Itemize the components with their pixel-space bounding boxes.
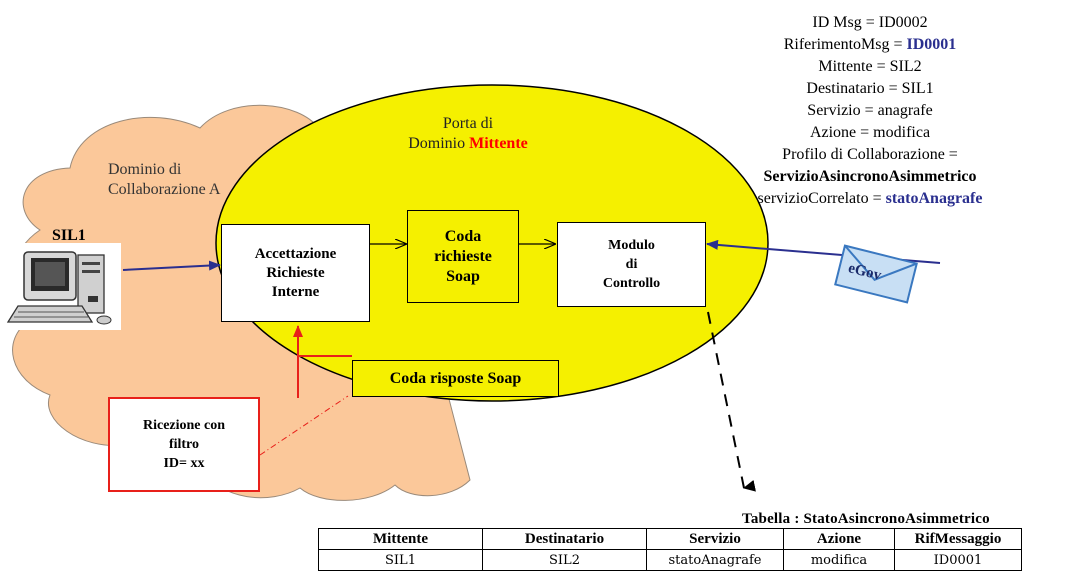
egov-envelope-icon: [834, 244, 918, 304]
red-dashdot-link: [259, 395, 349, 456]
table-cell: modifica: [783, 549, 895, 571]
table-header: RifMessaggio: [894, 528, 1022, 550]
modulo-line2: di: [625, 257, 638, 272]
accettazione-line3: Interne: [271, 283, 320, 300]
info-correlato-prefix: servizioCorrelato =: [757, 190, 886, 207]
arrow-modulo-to-table: [707, 311, 756, 492]
info-correlato: servizioCorrelato = statoAnagrafe: [720, 188, 1020, 210]
cloud-label: Dominio di Collaborazione A: [108, 160, 220, 200]
porta-label-prefix: Dominio: [408, 135, 470, 152]
porta-label-line2: Dominio Mittente: [398, 134, 538, 154]
stato-table: Mittente Destinatario Servizio Azione Ri…: [318, 528, 1022, 571]
info-id-msg: ID Msg = ID0002: [812, 14, 928, 31]
accettazione-line2: Richieste: [266, 264, 325, 281]
ricezione-box: Ricezione con filtro ID= xx: [108, 397, 260, 492]
info-correlato-value: statoAnagrafe: [885, 190, 983, 207]
info-mittente: Mittente = SIL2: [818, 58, 922, 75]
computer-icon: [6, 243, 121, 330]
table-header: Azione: [783, 528, 895, 550]
porta-label: Porta di Dominio Mittente: [398, 114, 538, 154]
table-cell: SIL1: [318, 549, 483, 571]
info-destinatario: Destinatario = SIL1: [806, 80, 934, 97]
porta-label-line1: Porta di: [442, 115, 494, 132]
modulo-controllo-box: Modulo di Controllo: [557, 222, 706, 307]
info-rif: RiferimentoMsg = ID0001: [720, 34, 1020, 56]
coda-richieste-line2: richieste: [434, 247, 492, 265]
table-cell: ID0001: [894, 549, 1022, 571]
coda-richieste-line3: Soap: [446, 267, 480, 285]
table-header-row: Mittente Destinatario Servizio Azione Ri…: [318, 528, 1022, 550]
ricezione-line1: Ricezione con: [142, 418, 226, 433]
sil1-label: SIL1: [52, 227, 86, 244]
ricezione-line2: filtro: [168, 437, 200, 452]
accettazione-line1: Accettazione: [254, 245, 337, 262]
porta-label-highlight: Mittente: [469, 135, 528, 152]
modulo-line1: Modulo: [608, 238, 655, 253]
cloud-label-line1: Dominio di: [108, 161, 182, 178]
table-header: Servizio: [646, 528, 784, 550]
cloud-label-line2: Collaborazione A: [108, 181, 221, 198]
modulo-line3: Controllo: [602, 276, 661, 291]
arrow-sil1-to-accettazione: [122, 260, 221, 271]
table-cell: SIL2: [482, 549, 647, 571]
message-info: ID Msg = ID0002 RiferimentoMsg = ID0001 …: [720, 12, 1020, 210]
coda-risposte-box: Coda risposte Soap: [352, 360, 559, 397]
info-rif-prefix: RiferimentoMsg =: [783, 36, 907, 53]
coda-richieste-line1: Coda: [444, 227, 482, 245]
table-row: SIL1 SIL2 statoAnagrafe modifica ID0001: [318, 549, 1022, 571]
table-caption: Tabella : StatoAsincronoAsimmetrico: [742, 511, 990, 527]
table-cell: statoAnagrafe: [646, 549, 784, 571]
info-rif-value: ID0001: [906, 36, 957, 53]
coda-richieste-box: Coda richieste Soap: [407, 210, 519, 303]
ricezione-line3: ID= xx: [163, 456, 205, 471]
table-header: Destinatario: [482, 528, 647, 550]
info-profilo-value: ServizioAsincronoAsimmetrico: [763, 168, 977, 185]
info-profilo: Profilo di Collaborazione =: [782, 146, 958, 163]
table-header: Mittente: [318, 528, 483, 550]
info-azione: Azione = modifica: [809, 124, 931, 141]
accettazione-box: Accettazione Richieste Interne: [221, 224, 370, 322]
info-servizio: Servizio = anagrafe: [807, 102, 933, 119]
